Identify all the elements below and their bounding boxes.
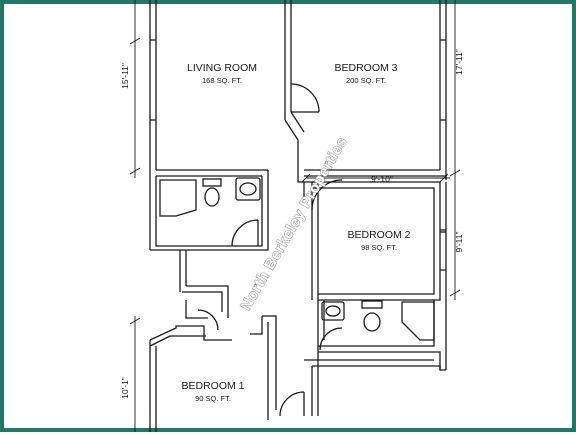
dimension-label-bedroom-3: 17'-11"	[454, 49, 464, 75]
room-bedroom-2: BEDROOM 2 98 SQ. FT.	[347, 229, 410, 252]
dimension-lines	[129, 0, 461, 432]
dimension-label-bedroom-1: 10'-1"	[120, 377, 130, 399]
watermark: North Berkeley Properties	[237, 134, 351, 314]
dimension-label-bedroom-2-height: 9'-11"	[454, 231, 464, 252]
room-living-room: LIVING ROOM 168 SQ. FT.	[187, 62, 257, 85]
room-bedroom-1: BEDROOM 1 90 SQ. FT.	[181, 380, 244, 403]
room-area: 90 SQ. FT.	[195, 394, 231, 403]
room-name: BEDROOM 2	[347, 229, 410, 241]
room-name: BEDROOM 3	[334, 62, 397, 74]
room-bedroom-3: BEDROOM 3 200 SQ. FT.	[334, 62, 397, 85]
room-area: 98 SQ. FT.	[361, 243, 397, 252]
dimension-label-bedroom-2-width: 9'-10"	[371, 174, 393, 184]
room-name: BEDROOM 1	[181, 380, 244, 392]
room-area: 168 SQ. FT.	[202, 76, 242, 85]
dimension-label-living-room: 15'-11"	[120, 63, 130, 89]
walls	[149, 0, 447, 432]
room-name: LIVING ROOM	[187, 62, 257, 74]
room-area: 200 SQ. FT.	[346, 76, 386, 85]
